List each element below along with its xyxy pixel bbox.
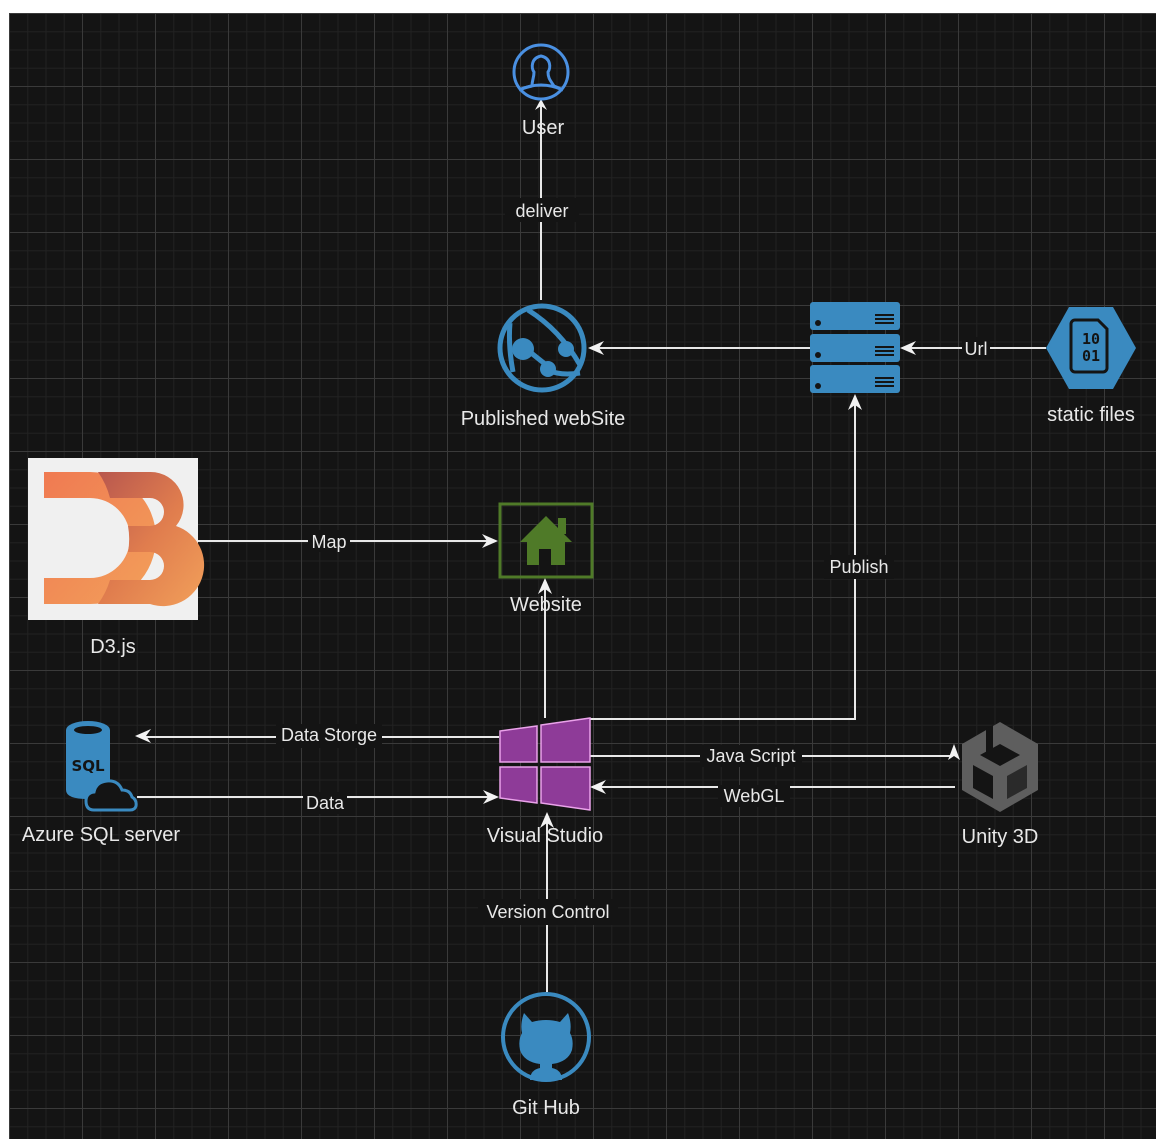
edge-vs-to-website[interactable] bbox=[538, 578, 552, 718]
diagram-canvas[interactable]: deliver Url Map Publish Data Storge bbox=[9, 13, 1156, 1139]
arrowhead-icon bbox=[482, 534, 498, 548]
windows-logo-icon bbox=[499, 717, 591, 811]
node-label-github: Git Hub bbox=[512, 1097, 580, 1119]
arrowhead-icon bbox=[538, 578, 552, 594]
node-website[interactable]: Website bbox=[498, 502, 594, 616]
node-unity[interactable]: Unity 3D bbox=[962, 722, 1039, 848]
edge-publish[interactable]: Publish bbox=[590, 394, 894, 720]
node-label-unity: Unity 3D bbox=[962, 826, 1039, 848]
arrowhead-icon bbox=[590, 780, 606, 794]
edge-label-map: Map bbox=[311, 532, 346, 552]
node-label-static-files: static files bbox=[1047, 404, 1135, 426]
static-files-binary-line1: 10 bbox=[1082, 330, 1100, 348]
node-azure-sql[interactable]: SQL Azure SQL server bbox=[22, 721, 181, 846]
node-label-published-website: Published webSite bbox=[461, 408, 626, 430]
sql-icon-text: SQL bbox=[71, 757, 105, 775]
edge-label-url: Url bbox=[965, 339, 988, 359]
edge-url[interactable]: Url bbox=[900, 337, 1046, 359]
node-static-files[interactable]: 10 01 static files bbox=[1046, 307, 1136, 426]
user-icon bbox=[512, 43, 570, 101]
arrowhead-icon bbox=[948, 744, 960, 760]
static-files-binary-line2: 01 bbox=[1082, 347, 1100, 365]
edge-data[interactable]: Data bbox=[137, 790, 499, 814]
node-label-visual-studio: Visual Studio bbox=[487, 825, 603, 847]
node-label-user: User bbox=[522, 117, 565, 139]
node-user[interactable]: User bbox=[512, 43, 570, 139]
unity-cube-icon bbox=[962, 722, 1038, 812]
node-label-website: Website bbox=[510, 594, 582, 616]
arrowhead-icon bbox=[900, 341, 916, 355]
github-octocat-icon bbox=[501, 992, 591, 1082]
edge-data-storge[interactable]: Data Storge bbox=[135, 724, 499, 748]
edge-server-to-published[interactable] bbox=[588, 341, 810, 355]
node-server[interactable] bbox=[810, 302, 900, 393]
edge-label-webgl: WebGL bbox=[724, 786, 785, 806]
edge-label-java-script: Java Script bbox=[706, 746, 795, 766]
edge-label-publish: Publish bbox=[829, 557, 888, 577]
d3-logo-icon bbox=[28, 458, 205, 620]
arrowhead-icon bbox=[588, 341, 604, 355]
edge-map[interactable]: Map bbox=[198, 530, 498, 552]
node-published-website[interactable]: Published webSite bbox=[461, 303, 626, 430]
edge-label-deliver: deliver bbox=[515, 201, 568, 221]
edge-webgl[interactable]: WebGL bbox=[590, 780, 955, 807]
arrowhead-icon bbox=[135, 729, 151, 743]
node-visual-studio[interactable]: Visual Studio bbox=[487, 717, 603, 847]
node-d3[interactable]: D3.js bbox=[28, 458, 205, 658]
arrowhead-icon bbox=[483, 790, 499, 804]
arrowhead-icon bbox=[535, 99, 547, 110]
arrowhead-icon bbox=[540, 812, 554, 828]
home-icon bbox=[498, 502, 594, 579]
edge-label-version-control: Version Control bbox=[486, 902, 609, 922]
node-github[interactable]: Git Hub bbox=[501, 992, 591, 1119]
node-label-azure-sql: Azure SQL server bbox=[22, 824, 181, 846]
edge-deliver[interactable]: deliver bbox=[505, 99, 579, 300]
arrowhead-icon bbox=[848, 394, 862, 410]
binary-file-hexagon-icon: 10 01 bbox=[1046, 307, 1136, 389]
edge-label-data: Data bbox=[306, 793, 345, 813]
edge-java-script[interactable]: Java Script bbox=[590, 744, 960, 767]
edge-label-data-storge: Data Storge bbox=[281, 725, 377, 745]
node-label-d3: D3.js bbox=[90, 636, 136, 658]
server-rack-icon bbox=[810, 302, 900, 393]
sql-database-cloud-icon: SQL bbox=[66, 721, 138, 812]
edge-version-control[interactable]: Version Control bbox=[478, 812, 618, 992]
azure-web-app-globe-icon bbox=[497, 303, 587, 393]
